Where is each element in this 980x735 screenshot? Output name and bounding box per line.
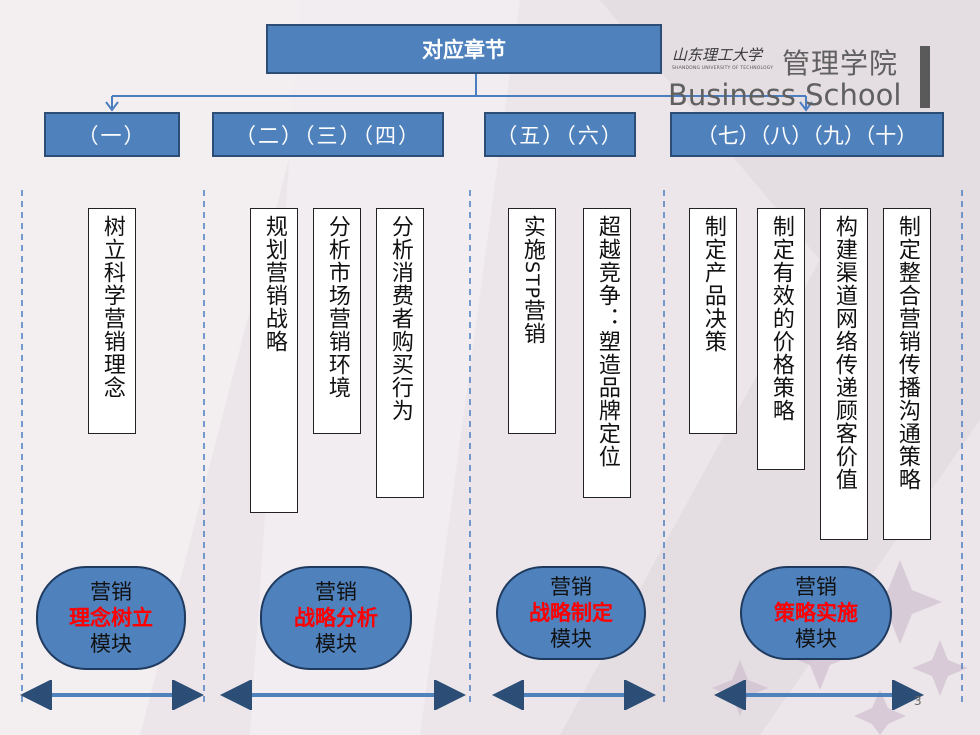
module-bottom: 模块 [795,627,837,652]
topic-box-3: 分析市场营销环境 [313,208,361,434]
module-bottom: 模块 [90,632,132,657]
chapters-title-box: 对应章节 [266,24,662,74]
module-highlight: 战略分析 [294,604,378,630]
topic-text: 实施STP营销 [519,215,545,346]
school-logo: 山东理工大学 SHANDONG UNIVERSITY OF TECHNOLOGY… [668,40,958,112]
module-highlight: 理念树立 [69,604,153,630]
topic-box-9: 构建渠道网络传递顾客价值 [820,208,868,540]
topic-box-2: 规划营销战略 [250,208,298,513]
module-2: 营销 战略分析 模块 [260,566,412,670]
topic-text: 制定产品决策 [700,215,726,353]
page-number: 3 [914,694,922,708]
range-arrows [20,680,924,710]
chapter-group-4: （七）（八）（九）（十） [670,112,944,157]
chapter-group-2: （二）（三）（四） [212,112,444,157]
module-bottom: 模块 [315,632,357,657]
topic-text: 制定整合营销传播沟通策略 [894,215,920,491]
connector-lines [105,74,813,112]
topic-box-8: 制定有效的价格策略 [757,208,805,470]
topic-text: 分析消费者购买行为 [387,215,413,422]
topic-text: 树立科学营销理念 [99,215,125,399]
module-top: 营销 [315,579,357,604]
university-name-en: SHANDONG UNIVERSITY OF TECHNOLOGY [672,66,774,71]
module-top: 营销 [90,579,132,604]
topic-box-4: 分析消费者购买行为 [376,208,424,498]
topic-box-5: 实施STP营销 [508,208,556,434]
module-highlight: 策略实施 [774,599,858,625]
module-3: 营销 战略制定 模块 [496,566,646,660]
university-name: 山东理工大学 [672,46,763,64]
topic-text: 超越竞争：塑造品牌定位 [594,215,620,468]
module-1: 营销 理念树立 模块 [36,566,186,670]
business-school-text: Business School [668,78,902,112]
topic-text: 制定有效的价格策略 [768,215,794,422]
module-top: 营销 [795,574,837,599]
topic-box-7: 制定产品决策 [689,208,737,434]
chapters-title: 对应章节 [422,38,506,62]
topic-box-1: 树立科学营销理念 [88,208,136,434]
module-top: 营销 [550,574,592,599]
module-4: 营销 策略实施 模块 [740,566,892,660]
topic-text: 构建渠道网络传递顾客价值 [831,215,857,491]
logo-bar [920,46,930,108]
chapter-group-3: （五）（六） [484,112,636,157]
topic-box-10: 制定整合营销传播沟通策略 [883,208,931,540]
topic-box-6: 超越竞争：塑造品牌定位 [583,208,631,498]
topic-text: 规划营销战略 [261,215,287,353]
module-bottom: 模块 [550,627,592,652]
module-highlight: 战略制定 [529,599,613,625]
school-name: 管理学院 [782,47,899,80]
chapter-group-1: （一） [44,112,180,157]
topic-text: 分析市场营销环境 [324,215,350,399]
